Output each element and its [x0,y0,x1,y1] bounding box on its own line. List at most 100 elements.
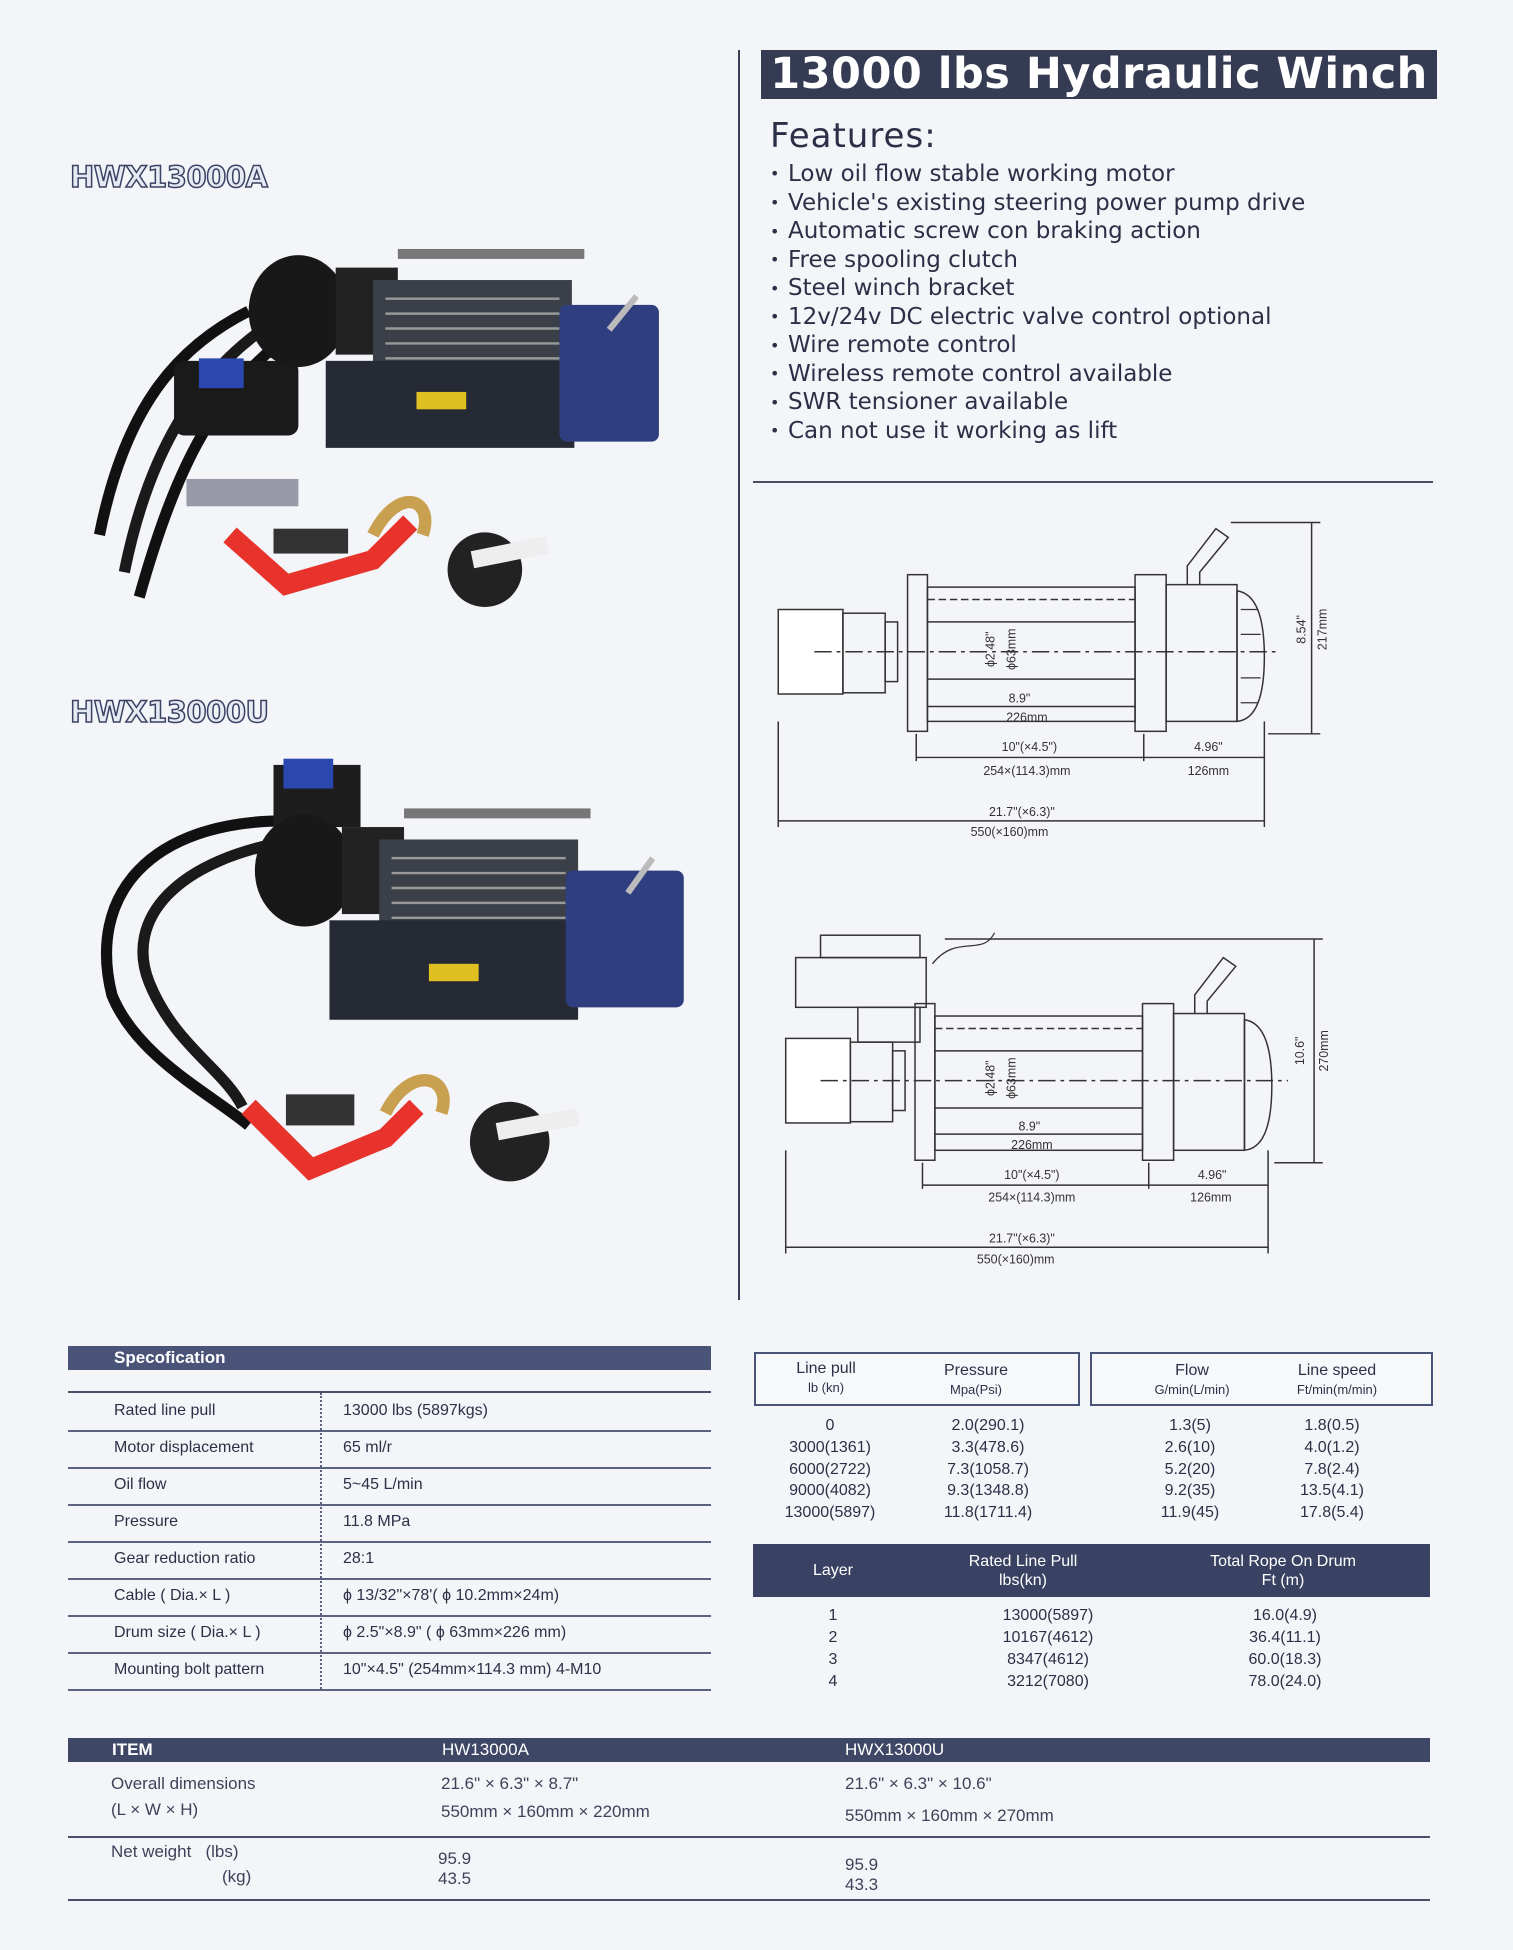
perf-cell: 9000(4082) [789,1482,871,1500]
u-dims-mm: 550mm × 160mm × 270mm [845,1806,1054,1825]
gear-mm: 126mm [1190,1190,1231,1204]
feature-item: Wireless remote control available [770,360,1305,389]
u-weight-kg: 43.3 [845,1875,879,1894]
perf-col-line-speed: 1.8(0.5) 4.0(1.2) 7.8(2.4) 13.5(4.1) 17.… [1272,1415,1392,1524]
winch-photo-a [93,248,659,608]
gear-in: 4.96" [1194,740,1223,754]
drum-len-in: 8.9" [1019,1119,1041,1133]
dims-label-sub: (L × W × H) [111,1800,199,1819]
gear-in: 4.96" [1198,1168,1227,1182]
perf-cell: 11.9(45) [1160,1504,1220,1522]
rope-cell: 16.0(4.9) [1252,1607,1318,1624]
bolt-mm: 254×(114.3)mm [988,1190,1075,1204]
features-list: Low oil flow stable working motor Vehicl… [770,160,1305,445]
layer-cell: 1 [828,1607,838,1624]
spec-key: Gear reduction ratio [114,1550,256,1567]
perf-cell: 2.6(10) [1164,1438,1216,1456]
spec-value: ϕ 2.5"×8.9" ( ϕ 63mm×226 mm) [343,1624,567,1641]
spec-key: Drum size ( Dia.× L ) [114,1624,261,1641]
pull-cell: 10167(4612) [1002,1629,1094,1646]
perf-cell: 13.5(4.1) [1299,1482,1365,1500]
layer-col: 1 2 3 4 [793,1605,873,1693]
perf-col-flow: 1.3(5) 2.6(10) 5.2(20) 9.2(35) 11.9(45) [1130,1415,1250,1524]
dims-label: Overall dimensions [111,1774,256,1793]
a-weight-lbs: 95.9 [438,1849,472,1868]
perf-cell: 11.8(1711.4) [943,1504,1033,1522]
perf-cell: 4.0(1.2) [1304,1438,1360,1456]
weight-label: Net weight (lbs) [111,1842,239,1861]
spec-value: 65 ml/r [343,1439,392,1456]
pull-col: 13000(5897) 10167(4612) 8347(4612) 3212(… [978,1605,1118,1693]
drum-dia-mm: ϕ63mm [1005,629,1019,670]
column-divider [738,50,740,1300]
feature-item: Automatic screw con braking action [770,217,1305,246]
perf-cell: 1.3(5) [1169,1417,1211,1434]
perf-cell: 5.2(20) [1164,1460,1216,1478]
spec-value: 5~45 L/min [343,1476,423,1493]
spec-row: Mounting bolt pattern 10"×4.5" (254mm×114… [68,1652,711,1691]
drum-len-mm: 226mm [1011,1138,1052,1152]
perf-col-line-pull: 0 3000(1361) 6000(2722) 9000(4082) 13000… [770,1415,890,1524]
perf-cell: 2.0(290.1) [951,1417,1025,1434]
features-heading: Features: [770,116,937,156]
spec-header: Specofication [68,1346,711,1370]
bolt-in: 10"(×4.5") [1004,1168,1059,1182]
total-mm: 550(×160)mm [971,825,1049,839]
item-table-header: ITEM HW13000A HWX13000U [68,1738,1430,1762]
feature-item: Free spooling clutch [770,246,1305,275]
a-dims-in: 21.6" × 6.3" × 8.7" [441,1774,579,1793]
u-dims-in: 21.6" × 6.3" × 10.6" [845,1774,992,1793]
spec-value: 13000 lbs (5897kgs) [343,1402,488,1419]
drum-dia-mm: ϕ63mm [1005,1057,1019,1098]
spec-key: Pressure [114,1513,179,1530]
bolt-in: 10"(×4.5") [1002,740,1057,754]
spec-row: Cable ( Dia.× L ) ϕ 13/32"×78'( ϕ 10.2mm×… [68,1578,711,1617]
perf-cell: 6000(2722) [789,1460,871,1478]
drum-dia-in: ϕ2.48" [984,632,998,668]
perf-cell: 13000(5897) [784,1504,876,1522]
spec-value: 11.8 MPa [343,1513,411,1530]
spec-value: 10"×4.5" (254mm×114.3 mm) 4-M10 [343,1661,602,1678]
perf-col-pressure: 2.0(290.1) 3.3(478.6) 7.3(1058.7) 9.3(13… [928,1415,1048,1524]
spec-key: Mounting bolt pattern [114,1661,265,1678]
drum-dia-in: ϕ2.48" [984,1060,998,1096]
perf-cell: 3.3(478.6) [951,1438,1025,1456]
bolt-mm: 254×(114.3)mm [983,764,1070,778]
total-in: 21.7"(×6.3)" [989,1231,1055,1245]
feature-item: Low oil flow stable working motor [770,160,1305,189]
spec-value: ϕ 13/32"×78'( ϕ 10.2mm×24m) [343,1587,560,1604]
u-weight-lbs: 95.9 [845,1855,879,1874]
drum-len-mm: 226mm [1006,710,1047,724]
model-label-a: HWX13000A [69,159,268,195]
perf-cell: 7.3(1058.7) [947,1460,1029,1478]
perf-cell: 9.2(35) [1164,1482,1216,1500]
winch-photo-u [100,758,684,1182]
dimension-labels-u: ϕ2.48" ϕ63mm 8.9" 226mm 10"(×4.5") 254×(… [977,1030,1331,1266]
gear-mm: 126mm [1188,764,1229,778]
layer-cell: 4 [828,1673,838,1690]
model-a-header: HW13000A [442,1740,529,1759]
model-label-u: HWX13000U [69,694,270,730]
height-mm: 217mm [1316,609,1330,650]
features-divider [753,481,1433,483]
dimension-drawing-a [777,521,1321,828]
spec-key: Cable ( Dia.× L ) [114,1587,231,1604]
feature-item: Steel winch bracket [770,274,1305,303]
feature-item: Vehicle's existing steering power pump d… [770,189,1305,218]
total-in: 21.7"(×6.3)" [989,805,1055,819]
rope-cell: 78.0(24.0) [1248,1673,1322,1690]
item-bottom-rule [68,1899,1430,1901]
drum-len-in: 8.9" [1009,692,1031,706]
